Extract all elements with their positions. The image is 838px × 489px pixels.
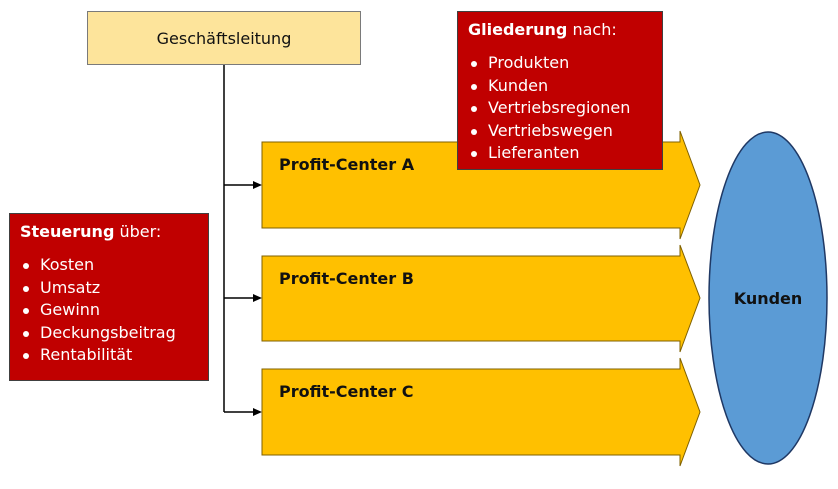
gliederung-item: Lieferanten (468, 142, 652, 165)
connector-arrowhead-b (253, 294, 262, 302)
gliederung-item: Vertriebswegen (468, 120, 652, 143)
customers-label: Kunden (733, 289, 803, 308)
profit-center-a-label: Profit-Center A (279, 155, 415, 174)
gliederung-item: Produkten (468, 52, 652, 75)
steuerung-item: Deckungsbeitrag (20, 322, 198, 345)
steuerung-item: Kosten (20, 254, 198, 277)
profit-center-b-arrow (261, 244, 701, 353)
steuerung-box: Steuerung über: Kosten Umsatz Gewinn Dec… (9, 213, 209, 381)
gliederung-list: Produkten Kunden Vertriebsregionen Vertr… (468, 52, 652, 165)
steuerung-heading: Steuerung über: (20, 222, 198, 242)
gliederung-heading-bold: Gliederung (468, 20, 568, 39)
steuerung-list: Kosten Umsatz Gewinn Deckungsbeitrag Ren… (20, 254, 198, 367)
steuerung-heading-bold: Steuerung (20, 222, 115, 241)
steuerung-item: Umsatz (20, 277, 198, 300)
connector-arrowhead-a (253, 181, 262, 189)
connector-arrowhead-c (253, 408, 262, 416)
management-box: Geschäftsleitung (87, 11, 361, 65)
management-label: Geschäftsleitung (156, 28, 292, 48)
gliederung-box: Gliederung nach: Produkten Kunden Vertri… (457, 11, 663, 170)
steuerung-item: Gewinn (20, 299, 198, 322)
profit-center-b-label: Profit-Center B (279, 269, 414, 288)
gliederung-heading-rest: nach: (567, 20, 617, 39)
gliederung-item: Vertriebsregionen (468, 97, 652, 120)
steuerung-item: Rentabilität (20, 344, 198, 367)
gliederung-heading: Gliederung nach: (468, 20, 652, 40)
profit-center-c-arrow (261, 357, 701, 467)
steuerung-heading-rest: über: (114, 222, 162, 241)
customers-ellipse (708, 131, 828, 465)
profit-center-c-label: Profit-Center C (279, 382, 414, 401)
gliederung-item: Kunden (468, 75, 652, 98)
